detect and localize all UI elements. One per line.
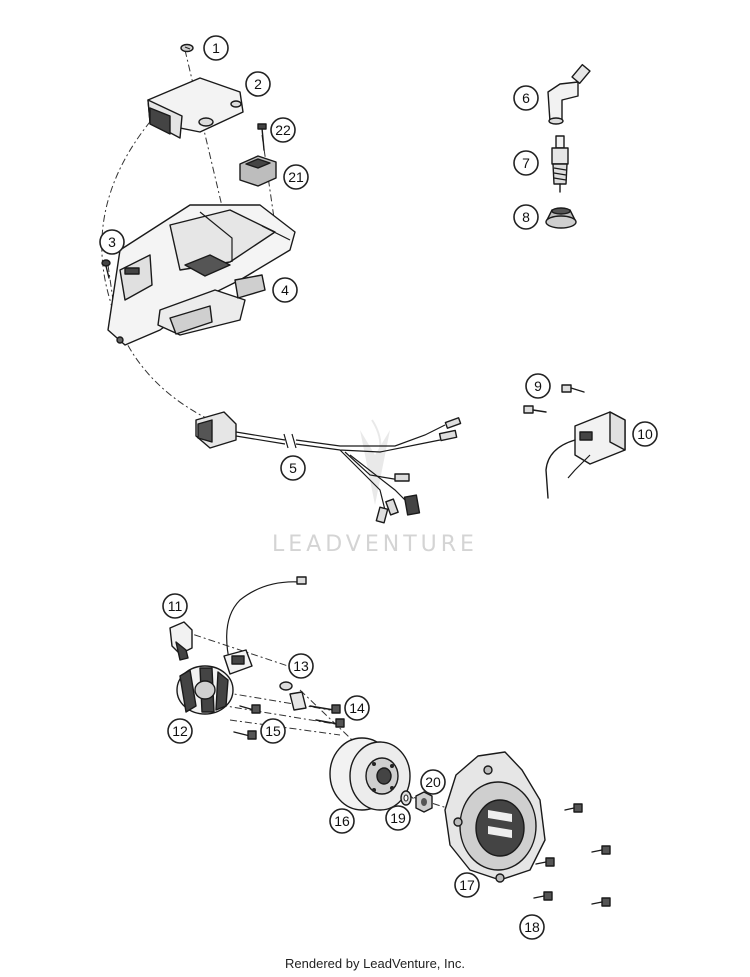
callout-5: 5 (280, 455, 306, 481)
part-boot-8 (545, 207, 577, 229)
svg-text:9: 9 (534, 378, 542, 394)
part-wiring-harness-5 (195, 411, 462, 524)
part-bolts-15 (233, 704, 261, 740)
part-stator-12 (176, 665, 234, 715)
part-washer-19 (400, 790, 412, 806)
callout-17: 17 (454, 872, 480, 898)
part-pickup-cable (223, 576, 307, 675)
part-ignition-cover-17 (444, 751, 546, 883)
callout-14: 14 (344, 695, 370, 721)
part-clamp-11 (169, 621, 193, 661)
svg-text:14: 14 (349, 700, 365, 716)
part-spark-plug-cap-6 (547, 63, 591, 125)
svg-text:8: 8 (522, 209, 530, 225)
svg-text:21: 21 (288, 169, 304, 185)
svg-text:20: 20 (425, 774, 441, 790)
part-spacer-13 (279, 681, 307, 711)
svg-text:12: 12 (172, 723, 188, 739)
svg-text:6: 6 (522, 90, 530, 106)
callout-3: 3 (99, 229, 125, 255)
svg-text:15: 15 (265, 723, 281, 739)
part-ignition-coil-10 (545, 411, 626, 499)
part-screw-1 (180, 43, 194, 53)
part-screws-18 (533, 803, 611, 907)
callout-1: 1 (203, 35, 229, 61)
part-bracket-tray-4 (107, 204, 296, 346)
svg-text:22: 22 (275, 122, 291, 138)
svg-text:17: 17 (459, 877, 475, 893)
part-bolts-14 (309, 704, 345, 728)
callout-19: 19 (385, 805, 411, 831)
part-rubber-holder-21 (239, 155, 277, 187)
callout-6: 6 (513, 85, 539, 111)
svg-text:18: 18 (524, 919, 540, 935)
callout-12: 12 (167, 718, 193, 744)
svg-text:4: 4 (281, 282, 289, 298)
watermark-text: LEADVENTURE (272, 532, 478, 557)
callout-20: 20 (420, 769, 446, 795)
svg-text:7: 7 (522, 155, 530, 171)
part-screw-22 (257, 123, 267, 151)
callout-22: 22 (270, 117, 296, 143)
svg-text:19: 19 (390, 810, 406, 826)
callout-21: 21 (283, 164, 309, 190)
callout-13: 13 (288, 653, 314, 679)
part-spark-plug-7 (551, 135, 569, 193)
callout-8: 8 (513, 204, 539, 230)
callout-9: 9 (525, 373, 551, 399)
part-nut-20 (415, 791, 433, 813)
callout-18: 18 (519, 914, 545, 940)
callout-16: 16 (329, 808, 355, 834)
part-bolts-9 (523, 384, 585, 414)
footer-credit: Rendered by LeadVenture, Inc. (285, 956, 465, 971)
callout-10: 10 (632, 421, 658, 447)
svg-text:13: 13 (293, 658, 309, 674)
svg-text:11: 11 (168, 598, 183, 614)
part-flywheel-16 (329, 737, 411, 811)
svg-text:10: 10 (637, 426, 653, 442)
callout-15: 15 (260, 718, 286, 744)
svg-text:16: 16 (334, 813, 350, 829)
callout-2: 2 (245, 71, 271, 97)
callout-7: 7 (513, 150, 539, 176)
watermark-logo (360, 419, 390, 505)
svg-text:5: 5 (289, 460, 297, 476)
part-screw-3 (101, 259, 111, 279)
callout-11: 11 (162, 593, 188, 619)
callout-4: 4 (272, 277, 298, 303)
svg-text:1: 1 (212, 40, 220, 56)
part-control-unit-2 (147, 77, 244, 139)
svg-text:3: 3 (108, 234, 116, 250)
svg-text:2: 2 (254, 76, 262, 92)
